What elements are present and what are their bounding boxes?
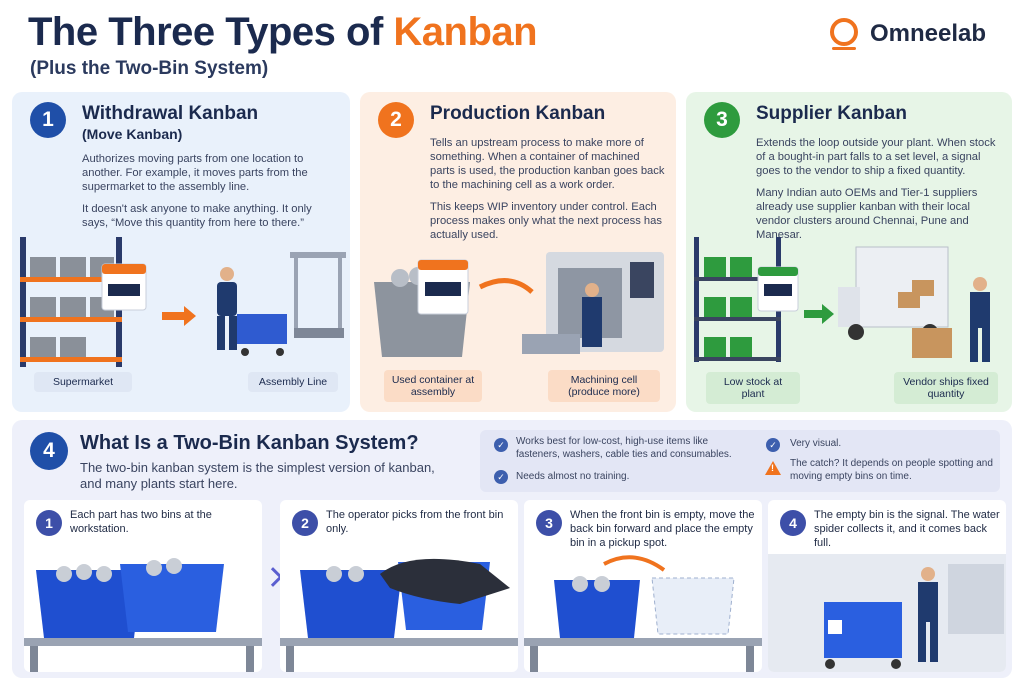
- withdrawal-kanban-card: 1 Withdrawal Kanban (Move Kanban) Author…: [12, 92, 350, 412]
- page-subtitle: (Plus the Two-Bin System): [30, 58, 269, 79]
- card-paragraph: Many Indian auto OEMs and Tier-1 supplie…: [756, 187, 978, 241]
- delivery-truck-icon: [838, 246, 949, 340]
- machining-cell-icon: [522, 252, 664, 354]
- assembly-line-icon: [290, 252, 346, 338]
- step-card: 2 The operator picks from the front bin …: [280, 500, 518, 672]
- swap-bins-illustration: [524, 555, 762, 672]
- check-icon: ✓: [494, 438, 508, 452]
- card-title: Supplier Kanban: [756, 103, 907, 124]
- machining-cell-label: Machining cell (produce more): [548, 370, 660, 402]
- card-title: Withdrawal Kanban: [82, 103, 259, 124]
- two-bins-illustration: [24, 558, 262, 672]
- step-text: The empty bin is the signal. The water s…: [814, 509, 1000, 549]
- step-text: Each part has two bins at the workstatio…: [70, 509, 212, 535]
- two-bin-section: 4 What Is a Two-Bin Kanban System? The t…: [12, 420, 1012, 678]
- omneelab-logo-icon: [829, 18, 858, 50]
- note-item: Very visual.: [790, 438, 842, 449]
- card-number: 1: [30, 102, 66, 138]
- section-description: The two-bin kanban system is the simples…: [80, 460, 435, 491]
- section-number: 4: [30, 432, 68, 470]
- card-paragraph: Authorizes moving parts from one locatio…: [82, 153, 308, 193]
- step-card: 4 The empty bin is the signal. The water…: [768, 500, 1006, 672]
- brand-name: Omneelab: [869, 20, 986, 47]
- kanban-card-icon: [417, 259, 469, 315]
- warning-icon: !: [765, 461, 781, 475]
- supermarket-label: Supermarket: [34, 372, 132, 392]
- step-card: 1 Each part has two bins at the workstat…: [24, 500, 262, 672]
- picking-illustration: [280, 558, 518, 672]
- kanban-card-icon: [101, 263, 147, 311]
- step-text: The operator picks from the front bin on…: [326, 509, 504, 535]
- notes-panel: ✓ Works best for low-cost, high-use item…: [480, 430, 1000, 492]
- step-text: When the front bin is empty, move the ba…: [570, 509, 755, 549]
- arrow-icon: [804, 304, 834, 324]
- used-container-label: Used container at assembly: [384, 370, 482, 402]
- water-spider-illustration: [768, 554, 1006, 672]
- card-paragraph: This keeps WIP inventory under control. …: [430, 201, 662, 241]
- card-title: Production Kanban: [430, 103, 606, 124]
- note-item: Needs almost no training.: [516, 471, 630, 482]
- vendor-worker-icon: [912, 277, 990, 362]
- step-card: 3 When the front bin is empty, move the …: [524, 500, 762, 672]
- kanban-card-icon: [757, 266, 799, 312]
- step-number: 1: [36, 510, 62, 536]
- brand: Omneelab: [826, 16, 986, 52]
- step-number: 2: [292, 510, 318, 536]
- production-kanban-card: 2 Production Kanban Tells an upstream pr…: [360, 92, 676, 412]
- page-title: The Three Types of Kanban: [28, 10, 538, 55]
- vendor-ships-label: Vendor ships fixed quantity: [894, 372, 998, 404]
- supplier-kanban-card: 3 Supplier Kanban Extends the loop outsi…: [686, 92, 1012, 412]
- curved-arrow-icon: [478, 278, 534, 294]
- section-title: What Is a Two-Bin Kanban System?: [80, 432, 419, 454]
- title-accent: Kanban: [393, 10, 538, 54]
- supplier-loop-illustration: [694, 237, 990, 362]
- card-paragraph: Tells an upstream process to make more o…: [430, 137, 665, 191]
- supermarket-to-assembly-illustration: [20, 237, 346, 367]
- step-number: 4: [780, 510, 806, 536]
- title-main: The Three Types of: [28, 10, 394, 54]
- card-number: 2: [378, 102, 414, 138]
- card-paragraph: It doesn't ask anyone to make anything. …: [82, 203, 312, 229]
- worker-with-cart-icon: [217, 267, 287, 356]
- card-body: Extends the loop outside your plant. Whe…: [756, 136, 1004, 250]
- card-subtitle: (Move Kanban): [82, 126, 183, 142]
- card-paragraph: Extends the loop outside your plant. Whe…: [756, 137, 996, 177]
- check-icon: ✓: [766, 438, 780, 452]
- curved-arrow-icon: [603, 555, 666, 572]
- assembly-line-label: Assembly Line: [248, 372, 338, 392]
- card-number: 3: [704, 102, 740, 138]
- arrow-icon: [162, 306, 196, 326]
- production-loop-illustration: [374, 252, 664, 357]
- check-icon: ✓: [494, 470, 508, 484]
- step-number: 3: [536, 510, 562, 536]
- card-body: Authorizes moving parts from one locatio…: [82, 152, 340, 238]
- note-item: The catch? It depends on people spotting…: [790, 458, 993, 482]
- note-item: Works best for low-cost, high-use items …: [516, 436, 732, 460]
- low-stock-label: Low stock at plant: [706, 372, 800, 404]
- card-body: Tells an upstream process to make more o…: [430, 136, 666, 250]
